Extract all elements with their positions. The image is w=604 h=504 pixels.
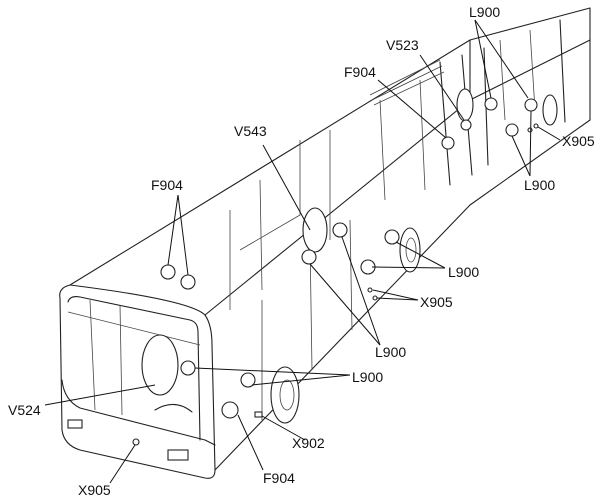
label-l900-front: L900 — [352, 369, 384, 385]
label-x905-rear: X905 — [562, 133, 595, 149]
label-l900-top: L900 — [469, 4, 501, 20]
label-x905-mid: X905 — [420, 294, 453, 310]
label-f904-roof: F904 — [151, 177, 183, 193]
label-f904-top: F904 — [344, 64, 376, 80]
label-v543: V543 — [234, 123, 267, 139]
label-f904-front: F904 — [263, 470, 295, 486]
label-l900-rear: L900 — [524, 177, 556, 193]
label-x905-front: X905 — [78, 482, 111, 498]
label-x902: X902 — [292, 435, 325, 451]
label-v524: V524 — [8, 402, 41, 418]
label-v523: V523 — [386, 37, 419, 53]
label-l900-center: L900 — [375, 344, 407, 360]
leader-lines — [44, 19, 561, 484]
label-l900-mid: L900 — [448, 264, 480, 280]
wheels — [141, 88, 558, 424]
